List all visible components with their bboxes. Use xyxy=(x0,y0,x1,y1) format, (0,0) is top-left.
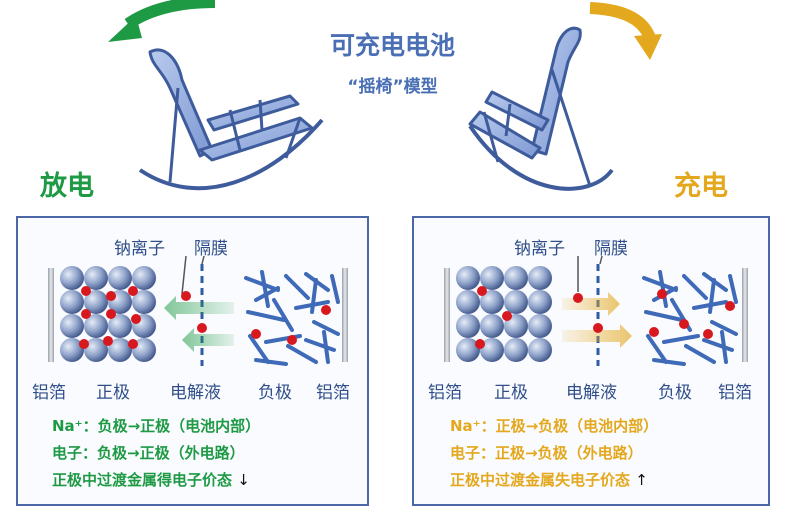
discharge-line-electron: 电子：负极→正极（外电路） xyxy=(52,444,245,462)
charge-panel: 钠离子 隔膜 铝箔 正极 电解液 负极 铝箔 Na⁺：正极→负极（电池内部） 电… xyxy=(412,216,770,506)
page-subtitle: “摇椅”模型 xyxy=(347,77,438,97)
rocking-chair-right-icon xyxy=(468,26,614,191)
ion-annotation: 钠离子 xyxy=(114,239,165,259)
discharge-line-ion: Na⁺：负极→正极（电池内部） xyxy=(52,417,261,435)
migrating-ion xyxy=(573,293,583,303)
charge-label: 充电 xyxy=(674,171,728,202)
separator-annotation: 隔膜 xyxy=(594,239,628,259)
ion-annotation: 钠离子 xyxy=(514,239,565,259)
anode-label: 负极 xyxy=(258,383,292,403)
cathode-ions xyxy=(475,286,512,349)
charge-diagram xyxy=(444,255,748,366)
al-foil-right xyxy=(342,268,348,362)
charge-line-electron: 电子：正极→负极（外电路） xyxy=(450,444,643,462)
top-illustration xyxy=(108,0,662,191)
anode-layers xyxy=(642,270,738,366)
arrow-up-icon: ↑ xyxy=(635,471,648,489)
discharge-valence-text: 正极中过渡金属得电子价态 xyxy=(52,471,233,489)
page-title: 可充电电池 xyxy=(329,31,455,60)
cathode-ions xyxy=(79,286,141,349)
electrolyte-label: 电解液 xyxy=(170,383,221,403)
curved-arrow-right-icon xyxy=(589,2,662,60)
al-foil-left xyxy=(444,268,450,362)
charge-line-valence: 正极中过渡金属失电子价态 ↑ xyxy=(450,469,648,490)
charge-valence-text: 正极中过渡金属失电子价态 xyxy=(450,471,631,489)
al-foil-right-label: 铝箔 xyxy=(316,383,350,403)
ion-flow-arrow-2 xyxy=(562,324,632,348)
migrating-ion xyxy=(197,323,207,333)
al-foil-left xyxy=(48,268,54,362)
ion-flow-arrow-2 xyxy=(182,328,234,352)
discharge-label: 放电 xyxy=(40,171,94,202)
cathode-label: 正极 xyxy=(494,383,528,403)
migrating-ion xyxy=(181,291,191,301)
al-foil-right xyxy=(742,268,748,362)
ion-flow-arrow-1 xyxy=(562,292,620,316)
anode-label: 负极 xyxy=(658,383,692,403)
al-foil-left-label: 铝箔 xyxy=(32,383,66,403)
curved-arrow-left-icon xyxy=(108,0,216,42)
anode-ions xyxy=(649,289,735,339)
al-foil-right-label: 铝箔 xyxy=(718,383,752,403)
cathode-lattice xyxy=(456,266,552,362)
anode-ions xyxy=(251,305,331,345)
cathode-label: 正极 xyxy=(96,383,130,403)
discharge-line-valence: 正极中过渡金属得电子价态 ↓ xyxy=(52,469,250,490)
charge-line-ion: Na⁺：正极→负极（电池内部） xyxy=(450,417,659,435)
ion-flow-arrow-1 xyxy=(164,296,234,320)
electrolyte-label: 电解液 xyxy=(566,383,617,403)
anode-layers xyxy=(244,270,340,366)
migrating-ion xyxy=(593,323,603,333)
al-foil-left-label: 铝箔 xyxy=(428,383,462,403)
rocking-chair-left-icon xyxy=(138,48,324,191)
discharge-panel: 钠离子 隔膜 铝箔 正极 电解液 负极 铝箔 Na⁺：负极→正极（电池内部） 电… xyxy=(16,216,369,506)
separator-annotation: 隔膜 xyxy=(194,239,228,259)
discharge-diagram xyxy=(48,255,348,366)
arrow-down-icon: ↓ xyxy=(237,471,250,489)
